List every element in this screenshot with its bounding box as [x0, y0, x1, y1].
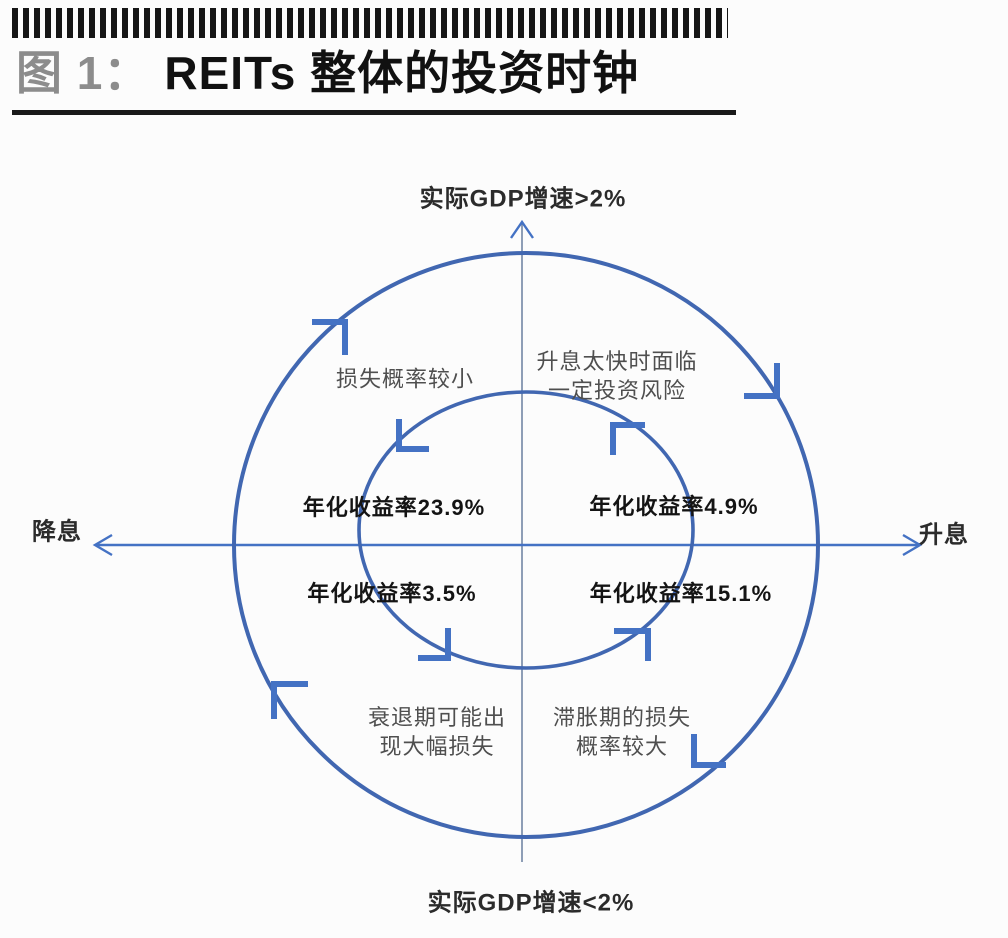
quadrant-bottom-right-description: 滞胀期的损失 概率较大: [553, 703, 691, 761]
inner-counterclockwise-arrow-top-left-icon: [396, 419, 429, 452]
quadrant-top-right-description-line1: 升息太快时面临: [536, 349, 698, 374]
axis-label-right: 升息: [919, 521, 969, 549]
axis-label-left: 降息: [32, 518, 82, 546]
outer-clockwise-arrow-top-right-icon: [744, 363, 780, 399]
inner-counterclockwise-arrow-top-right-icon: [610, 422, 645, 455]
quadrant-bottom-right-description-line2: 概率较大: [575, 734, 669, 759]
axis-label-bottom: 实际GDP增速<2%: [427, 889, 635, 917]
inner-counterclockwise-arrow-bottom-right-icon: [614, 628, 651, 661]
figure-title-text: REITs 整体的投资时钟: [164, 47, 640, 99]
outer-clockwise-arrow-bottom-right-icon: [691, 734, 726, 768]
outer-clockwise-arrow-top-left-icon: [312, 319, 348, 355]
inner-circle: [357, 390, 695, 670]
axis-label-top: 实际GDP增速>2%: [419, 185, 627, 213]
axis-arrowhead-up-icon: [510, 219, 534, 239]
quadrant-bottom-right-description-line1: 滞胀期的损失: [552, 705, 692, 730]
axis-arrowhead-right-icon: [902, 533, 923, 557]
outer-circle: [232, 251, 820, 839]
quadrant-bottom-left-value: 年化收益率3.5%: [307, 581, 477, 606]
figure-number-label: 图 1：: [16, 47, 151, 99]
axis-arrowhead-left-icon: [92, 533, 113, 557]
outer-clockwise-arrow-bottom-left-icon: [271, 681, 308, 719]
quadrant-bottom-left-description-line2: 现大幅损失: [379, 734, 495, 759]
quadrant-top-right-description: 升息太快时面临 一定投资风险: [536, 347, 697, 405]
quadrant-top-left-description: 损失概率较小: [335, 366, 475, 392]
title-underline: [12, 110, 736, 115]
quadrant-bottom-left-description-line1: 衰退期可能出: [367, 705, 507, 730]
dashed-top-border: [12, 8, 728, 38]
quadrant-bottom-left-description: 衰退期可能出 现大幅损失: [368, 703, 506, 761]
quadrant-top-left-value: 年化收益率23.9%: [302, 495, 486, 520]
quadrant-bottom-right-value: 年化收益率15.1%: [589, 581, 773, 606]
quadrant-top-right-description-line2: 一定投资风险: [547, 378, 687, 403]
quadrant-top-right-value: 年化收益率4.9%: [589, 494, 759, 519]
inner-counterclockwise-arrow-bottom-left-icon: [418, 628, 451, 661]
figure-title: 图 1：REITs 整体的投资时钟: [16, 40, 639, 106]
